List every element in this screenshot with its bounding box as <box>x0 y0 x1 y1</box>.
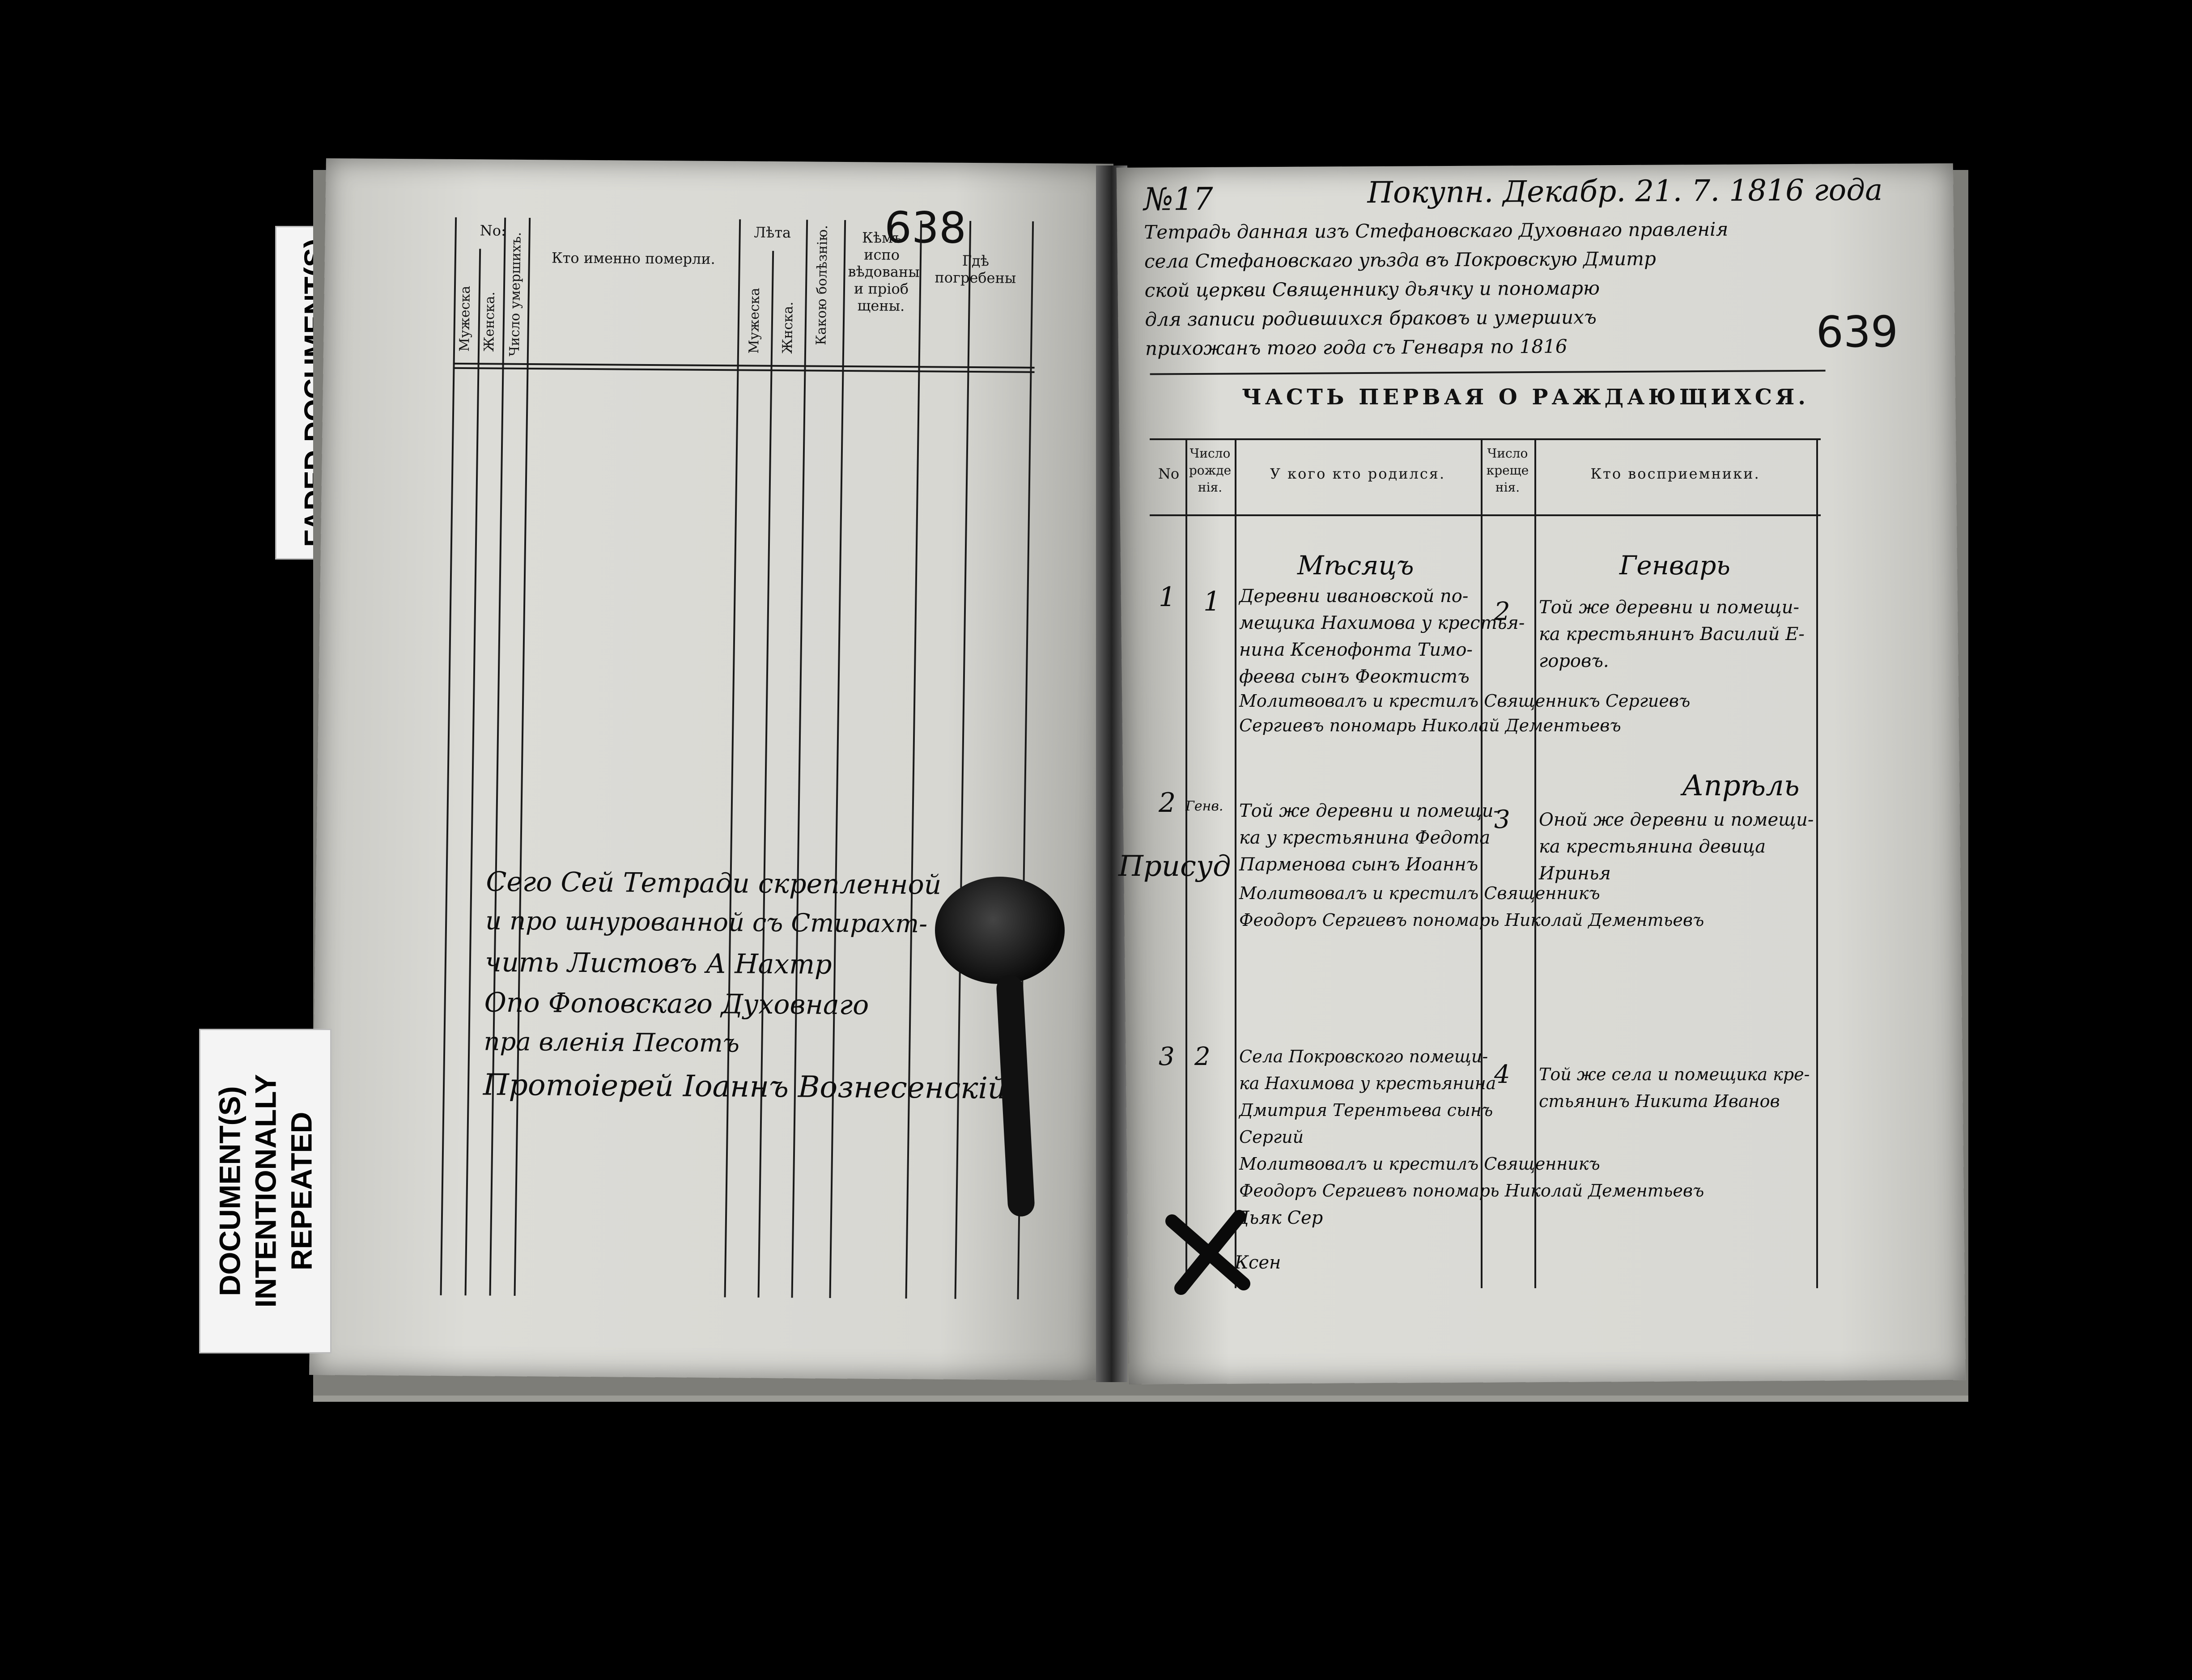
entry-born-line: Села Покровского помещи- <box>1239 1047 1488 1066</box>
entry-clergy-line: Молитвовалъ и крестилъ Священникъ <box>1239 883 1600 903</box>
right-header-who-born: У кого кто родился. <box>1270 465 1446 482</box>
top-line: села Стефановскаго уѣзда въ Покровскую Д… <box>1144 247 1657 272</box>
entry-born-line: Той же деревни и помещи- <box>1239 801 1500 821</box>
entry-born-line: нина Ксенофонта Тимо- <box>1239 640 1473 660</box>
left-header-deaths-count: Число умершихъ. <box>506 232 524 356</box>
entry-margin-note: Присуд <box>1118 850 1231 883</box>
title-rule <box>1150 369 1826 375</box>
right-header-rule <box>1150 438 1821 440</box>
entry-born-line: мещика Нахимова у крестья- <box>1239 613 1525 633</box>
left-col-line <box>440 217 457 1295</box>
top-line: ской церкви Священнику дьячку и пономарю <box>1144 277 1600 301</box>
left-col-line <box>514 218 531 1296</box>
section-title: ЧАСТЬ ПЕРВАЯ О РАЖДАЮЩИХСЯ. <box>1241 385 1809 410</box>
right-page-number: 639 <box>1816 306 1899 357</box>
month-label: Мѣсяцъ <box>1297 550 1414 581</box>
left-col-line <box>791 220 808 1298</box>
left-header-age-male: Мужеска <box>746 288 763 354</box>
left-col-line <box>757 250 774 1298</box>
top-line: Покупн. Декабр. 21. 7. 1816 года <box>1367 172 1883 210</box>
certification-line: Опо Фоповскаго Духовнаго <box>484 987 869 1021</box>
entry-godparent-line: Иринья <box>1539 863 1611 884</box>
left-page: 638 No: Мужеска Женска. Число умершихъ. … <box>309 158 1113 1381</box>
left-header-male: Мужеска <box>456 285 474 352</box>
left-header-who-died: Кто именно померли. <box>551 249 716 267</box>
entry-clergy-line: Сергиевъ пономарь Николай Дементьевъ <box>1239 716 1621 735</box>
certification-line: и про шнурованной съ Стирахт- <box>485 906 928 939</box>
right-col-line <box>1235 438 1236 1288</box>
right-col-line <box>1816 438 1818 1288</box>
entry-godparent-line: Той же деревни и помещи- <box>1539 597 1799 618</box>
right-col-line <box>1185 438 1187 1288</box>
wax-seal <box>935 877 1065 984</box>
right-header-no: No <box>1158 465 1180 482</box>
entry-born-line: Деревни ивановской по- <box>1239 586 1469 607</box>
entry-number: 3 <box>1159 1042 1175 1071</box>
certification-line: пра вленія Песотъ <box>483 1027 740 1058</box>
entry-born-line: Сергий <box>1239 1127 1304 1147</box>
left-header-confessed: Кѣмъ испо вѣдованы и пріоб щены. <box>848 229 920 314</box>
right-header-rule <box>1150 514 1821 516</box>
entry-born-line: Дмитрия Терентьева сынъ <box>1239 1100 1493 1120</box>
left-col-line <box>905 221 922 1299</box>
right-header-godparents: Кто восприемники. <box>1590 465 1760 482</box>
left-col-line <box>464 249 481 1296</box>
right-header-birth-num: Число рожде нія. <box>1189 446 1232 495</box>
cross-mark-icon <box>1165 1210 1250 1295</box>
entry-godparent-line: ка крестьянина девица <box>1539 836 1766 857</box>
left-header-age: Лѣта <box>754 224 791 242</box>
right-header-baptism-num: Число креще нія. <box>1486 446 1529 495</box>
entry-born-line: ка у крестьянина Федота <box>1239 827 1491 848</box>
month-name: Генварь <box>1619 550 1730 581</box>
entry-godparent-line: ка крестьянинъ Василий Е- <box>1539 624 1805 645</box>
top-line: для записи родившихся браковъ и умершихъ <box>1145 306 1597 331</box>
footnote-line: Дьяк Сер <box>1235 1208 1323 1228</box>
top-line: Тетрадь данная изъ Стефановскаго Духовна… <box>1144 218 1729 243</box>
entry-godparent-line: горовъ. <box>1539 651 1609 671</box>
entry-clergy-line: Феодоръ Сергиевъ пономарь Николай Демент… <box>1239 1181 1704 1201</box>
entry-clergy-line: Феодоръ Сергиевъ пономарь Николай Демент… <box>1239 910 1704 930</box>
entry-godparent-line: Оной же деревни и помещи- <box>1539 810 1814 830</box>
left-header-age-female: Жнска. <box>779 301 796 354</box>
entry-born-line: Парменова сынъ Иоаннъ <box>1239 854 1478 875</box>
entry-born-line: феева сынъ Феоктистъ <box>1239 666 1470 687</box>
entry-baptism-number: 3 <box>1494 805 1510 834</box>
entry-birth-number: Генв. <box>1185 798 1223 814</box>
right-page: №17 Покупн. Декабр. 21. 7. 1816 года Тет… <box>1116 163 1966 1384</box>
entry-born-line: ка Нахимова у крестьянина <box>1239 1073 1496 1093</box>
top-line: прихожанъ того года съ Генваря по 1816 <box>1145 335 1568 360</box>
left-header-rule <box>453 367 1035 373</box>
entry-godparent-line: стьянинъ Никита Иванов <box>1539 1091 1780 1111</box>
repeated-document-label: DOCUMENT(S) INTENTIONALLY REPEATED <box>199 1029 331 1353</box>
entry-godparent-line: Той же села и помещика кре- <box>1539 1065 1810 1084</box>
left-col-line <box>724 219 741 1298</box>
entry-number: 2 <box>1159 787 1176 819</box>
entry-clergy-line: Молитвовалъ и крестилъ Священникъ <box>1239 1154 1600 1174</box>
footnote-line: Ксен <box>1235 1252 1281 1273</box>
left-header-disease: Какою болѣзнію. <box>813 225 831 345</box>
entry-number: 1 <box>1159 581 1176 613</box>
entry-baptism-number: 2 <box>1494 597 1510 626</box>
repeated-document-text: DOCUMENT(S) INTENTIONALLY REPEATED <box>213 1074 318 1308</box>
certification-line: чить Листовъ А Нахтр <box>484 946 833 980</box>
register-number: №17 <box>1143 180 1214 218</box>
certification-signature: Протоіерей Іоаннъ Вознесенскій <box>483 1067 1007 1106</box>
certification-line: Сего Сей Тетради скрепленной <box>485 866 942 901</box>
entry-baptism-number: 4 <box>1494 1060 1510 1089</box>
left-header-buried: Гдѣ погребены <box>935 252 1016 287</box>
entry-clergy-line: Молитвовалъ и крестилъ Священникъ Сергие… <box>1239 691 1691 711</box>
entry-birth-number: 2 <box>1194 1042 1211 1071</box>
left-col-line <box>829 220 846 1298</box>
entry-month-note: Апрѣль <box>1682 769 1800 802</box>
right-col-line <box>1534 438 1536 1288</box>
left-col-line <box>489 217 506 1296</box>
left-header-female: Женска. <box>481 291 498 352</box>
right-col-line <box>1481 438 1483 1288</box>
left-col-line <box>954 221 972 1299</box>
entry-birth-number: 1 <box>1203 586 1221 617</box>
